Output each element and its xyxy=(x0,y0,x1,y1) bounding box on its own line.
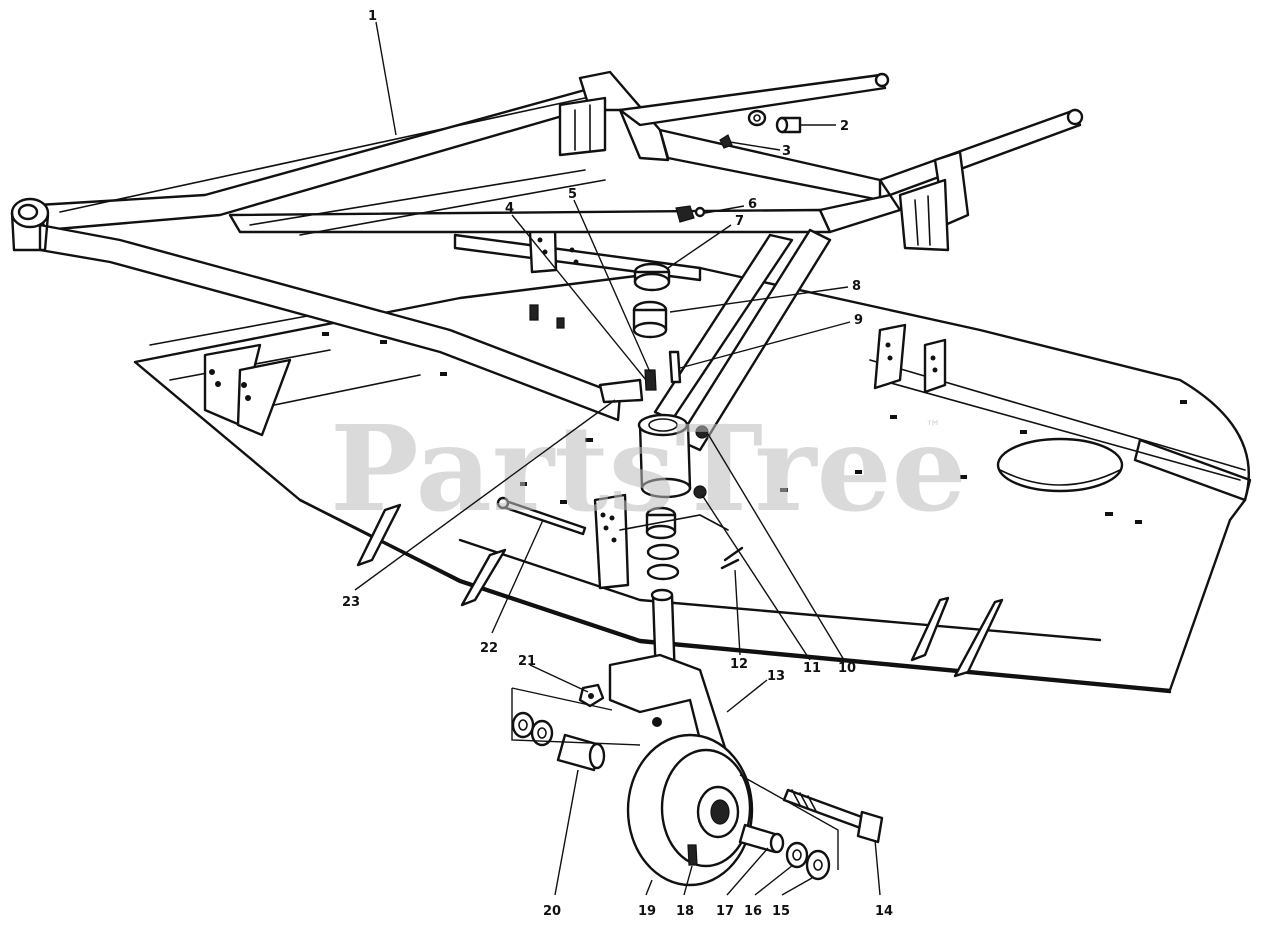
callout-11: 11 xyxy=(803,661,821,676)
nut-10 xyxy=(695,425,709,439)
callout-17: 17 xyxy=(716,904,734,919)
pivot-bracket xyxy=(593,493,630,590)
caster-wheel-19 xyxy=(626,733,754,887)
callout-5: 5 xyxy=(568,187,577,202)
caster-wheel-assembly xyxy=(511,588,884,887)
callout-13: 13 xyxy=(767,669,785,684)
caster-pivot-assembly xyxy=(496,109,802,590)
callout-18: 18 xyxy=(676,904,694,919)
right-bracket xyxy=(923,338,947,394)
grease-fitting-6 xyxy=(675,205,695,223)
leader-lines xyxy=(354,21,881,896)
pin-9 xyxy=(668,350,682,384)
callout-9: 9 xyxy=(854,313,863,328)
callout-23: 23 xyxy=(342,595,360,610)
deck-holes xyxy=(322,332,1187,524)
callout-3: 3 xyxy=(782,144,791,159)
callout-12: 12 xyxy=(730,657,748,672)
callout-10: 10 xyxy=(838,661,856,676)
callout-16: 16 xyxy=(744,904,762,919)
callout-2: 2 xyxy=(840,119,849,134)
callout-1: 1 xyxy=(368,9,377,24)
watermark: PartsTree ™ xyxy=(330,399,967,538)
mower-deck xyxy=(133,226,1252,694)
callout-labels: 1 2 3 4 5 6 7 8 9 10 11 12 13 14 15 16 1… xyxy=(342,9,893,919)
callout-7: 7 xyxy=(735,214,744,229)
callout-8: 8 xyxy=(852,279,861,294)
callout-19: 19 xyxy=(638,904,656,919)
callout-21: 21 xyxy=(518,654,536,669)
deck-hanger xyxy=(460,548,507,607)
nut-3 xyxy=(719,134,733,149)
callout-15: 15 xyxy=(772,904,790,919)
deck-hanger xyxy=(953,598,1004,678)
cotter-pin-12 xyxy=(720,546,744,570)
watermark-text: PartsTree xyxy=(330,399,967,538)
washer-16 xyxy=(785,841,809,869)
deck-hanger xyxy=(910,596,950,662)
watermark-trademark: ™ xyxy=(925,417,941,436)
callout-22: 22 xyxy=(480,641,498,656)
nut-11 xyxy=(693,485,707,499)
callout-14: 14 xyxy=(875,904,893,919)
grease-fitting-18 xyxy=(687,844,698,866)
callout-6: 6 xyxy=(748,197,757,212)
callout-20: 20 xyxy=(543,904,561,919)
washer-15 xyxy=(805,849,831,881)
deck-hanger xyxy=(356,503,402,567)
callout-4: 4 xyxy=(505,201,514,216)
left-bracket xyxy=(236,358,292,437)
